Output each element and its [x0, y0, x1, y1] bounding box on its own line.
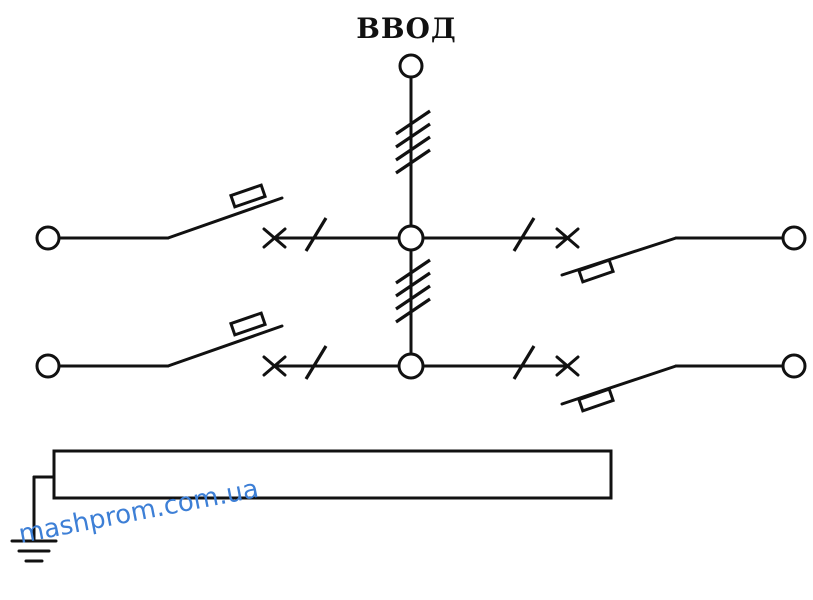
- input-terminal: [398, 53, 424, 79]
- upper-right-terminal: [781, 225, 807, 251]
- diagram-title: ВВОД: [356, 12, 457, 45]
- upper-left-breaker-blade: [166, 196, 284, 240]
- ground-icon: [10, 539, 58, 563]
- upper-junction-node: [397, 224, 425, 252]
- input-feeder: [395, 53, 431, 355]
- lower-right-phase-tick: [512, 345, 536, 380]
- three-phase-mark-upper: [395, 109, 431, 175]
- upper-right-phase-tick: [512, 217, 536, 252]
- upper-left-terminal: [35, 225, 61, 251]
- ground-enclosure: [10, 449, 613, 563]
- lower-right-terminal: [781, 353, 807, 379]
- upper-left-breaker-trip-box: [229, 183, 267, 209]
- upper-right-contact-x-b: [555, 227, 580, 249]
- upper-right-breaker-trip-box: [577, 258, 615, 284]
- enclosure-rectangle: [52, 449, 613, 500]
- lower-right-breaker-trip-box: [577, 387, 615, 413]
- lower-right-contact-x-b: [555, 355, 580, 377]
- upper-row: [35, 183, 807, 284]
- lower-left-breaker-trip-box: [229, 311, 267, 337]
- upper-left-phase-tick: [304, 217, 328, 252]
- lower-left-phase-tick: [304, 345, 328, 380]
- lower-row: [35, 311, 807, 413]
- lower-junction-node: [397, 352, 425, 380]
- lower-left-breaker-blade: [166, 324, 284, 368]
- lower-left-terminal: [35, 353, 61, 379]
- three-phase-mark-lower: [395, 258, 431, 324]
